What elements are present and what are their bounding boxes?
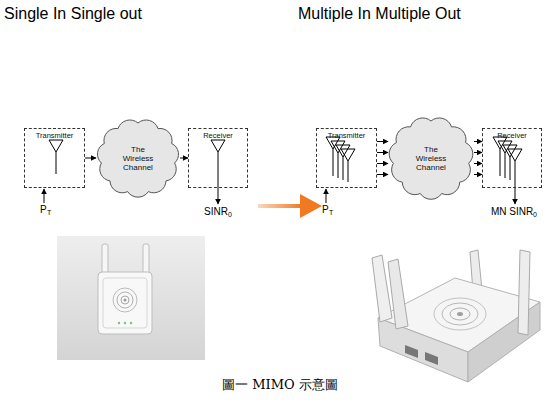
device-led [118,322,120,324]
signal-arrow [474,163,482,164]
device-port [425,352,438,365]
signal-label: P [40,204,47,215]
antenna-symbol [211,140,225,152]
figure-caption: 圖一 MIMO 示意圖 [0,377,560,393]
device-side [468,302,540,382]
subscript-label: T [329,209,333,217]
antenna-symbol [49,140,63,152]
output-arrow [218,152,219,204]
device-logo [113,288,137,312]
antenna-symbol [498,141,512,153]
section-heading: Multiple In Multiple Out [298,5,461,23]
signal-arrow [180,158,188,159]
device-led [124,322,126,324]
output-arrow [515,161,516,204]
antenna-symbol [331,141,345,153]
device-label: Transmitter [25,131,84,140]
device-logo [442,303,478,325]
subscript-label: 0 [228,211,232,219]
device-label: Transmitter [317,131,376,140]
cloud-shape [389,118,473,199]
device-label: Receiver [483,131,541,140]
channel-cloud: The Wireless Channel [388,116,474,200]
antenna-stem [333,149,334,176]
device-logo [434,298,486,330]
signal-arrow [377,141,388,142]
signal-label: MN SINR [491,206,533,217]
device-box: Receiver [482,128,542,188]
device-antenna [388,259,408,329]
device-box: Receiver [188,128,248,188]
antenna-symbol [336,145,350,157]
antenna-symbol [341,149,355,161]
signal-label: P [322,204,329,215]
device-box: Transmitter [24,128,85,188]
device-logo [457,312,463,316]
signal-arrow [474,141,482,142]
signal-arrow [85,158,96,159]
transition-arrow-head [300,194,322,218]
device-body [98,272,152,334]
channel-cloud: The Wireless Channel [96,118,180,198]
channel-label: The Wireless Channel [408,145,454,172]
antenna-stem [343,157,344,180]
antenna-stem [338,153,339,178]
antenna-stem [56,152,57,174]
antenna-stem [500,149,501,176]
device-panel [103,278,147,328]
device-port [405,345,418,358]
subscript-label: 0 [533,211,537,219]
device-box: Transmitter [316,128,377,188]
signal-arrow [377,152,388,153]
photo-background [57,236,205,360]
device-label: Receiver [189,131,247,140]
device-logo [124,299,127,302]
device-side [378,318,468,382]
signal-arrow [474,174,482,175]
cloud-shape [97,120,178,197]
signal-arrow [377,174,388,175]
power-arrow [326,189,327,203]
section-heading: Single In Single out [4,5,142,23]
device-logo [450,308,470,320]
signal-arrow [377,163,388,164]
signal-arrow [474,152,482,153]
antenna-symbol [508,149,522,161]
device-logo [117,292,133,308]
device-logo [121,296,129,304]
channel-label: The Wireless Channel [116,145,160,172]
antenna-symbol [503,145,517,157]
antenna-stem [348,161,349,182]
transition-arrow-shaft [258,204,302,208]
signal-label: SINR [204,206,228,217]
device-antenna [518,250,530,335]
power-arrow [44,189,45,203]
antenna-stem [505,153,506,178]
subscript-label: T [47,209,51,217]
antenna-stem [510,157,511,180]
device-led [130,322,132,324]
